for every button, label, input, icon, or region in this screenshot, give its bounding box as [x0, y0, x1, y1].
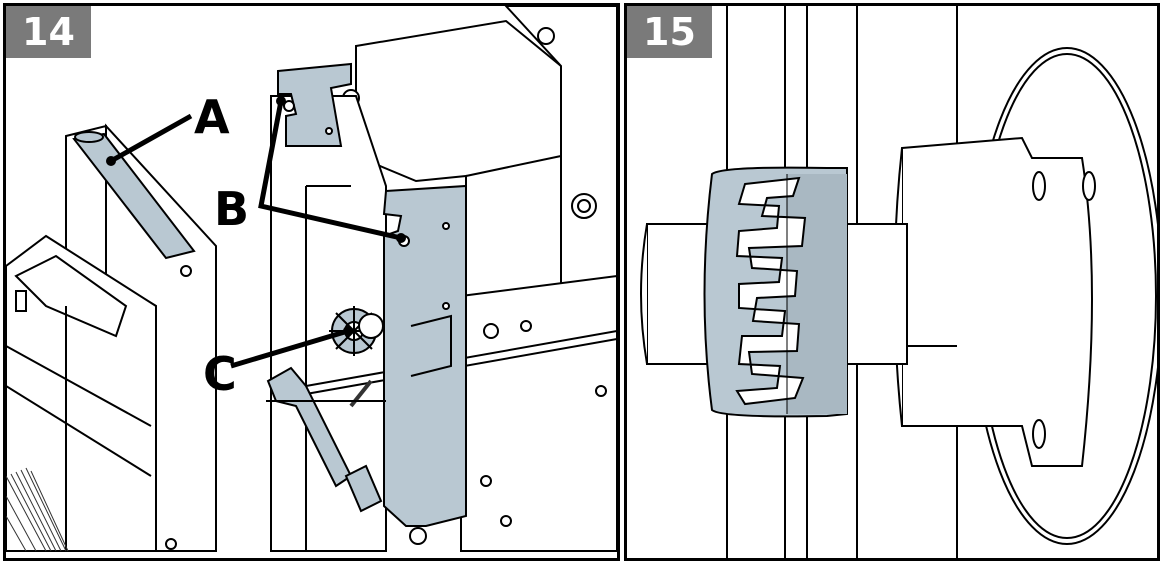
step-15-illustration — [640, 6, 1157, 558]
bracket-b-upper — [277, 62, 352, 147]
hub-body — [893, 136, 1096, 467]
mechanism-frame — [270, 95, 617, 552]
step-14-illustration — [6, 6, 617, 552]
step-number-badge: 15 — [627, 6, 712, 58]
callout-c: C — [203, 347, 237, 401]
step-number-badge: 14 — [6, 6, 91, 58]
callout-b: B — [214, 182, 250, 236]
lever-spring — [266, 366, 386, 513]
step-14-panel: 14 — [3, 3, 620, 561]
leader-dots — [106, 96, 406, 336]
bracket-b-plate — [382, 184, 467, 545]
coupling-sleeve — [703, 166, 848, 418]
brush-bristles — [6, 467, 69, 552]
leader-lines — [109, 100, 402, 369]
left-housing — [6, 123, 217, 552]
step-15-panel: 15 — [624, 3, 1160, 561]
rod-a — [72, 131, 196, 260]
callout-a: A — [194, 90, 230, 144]
